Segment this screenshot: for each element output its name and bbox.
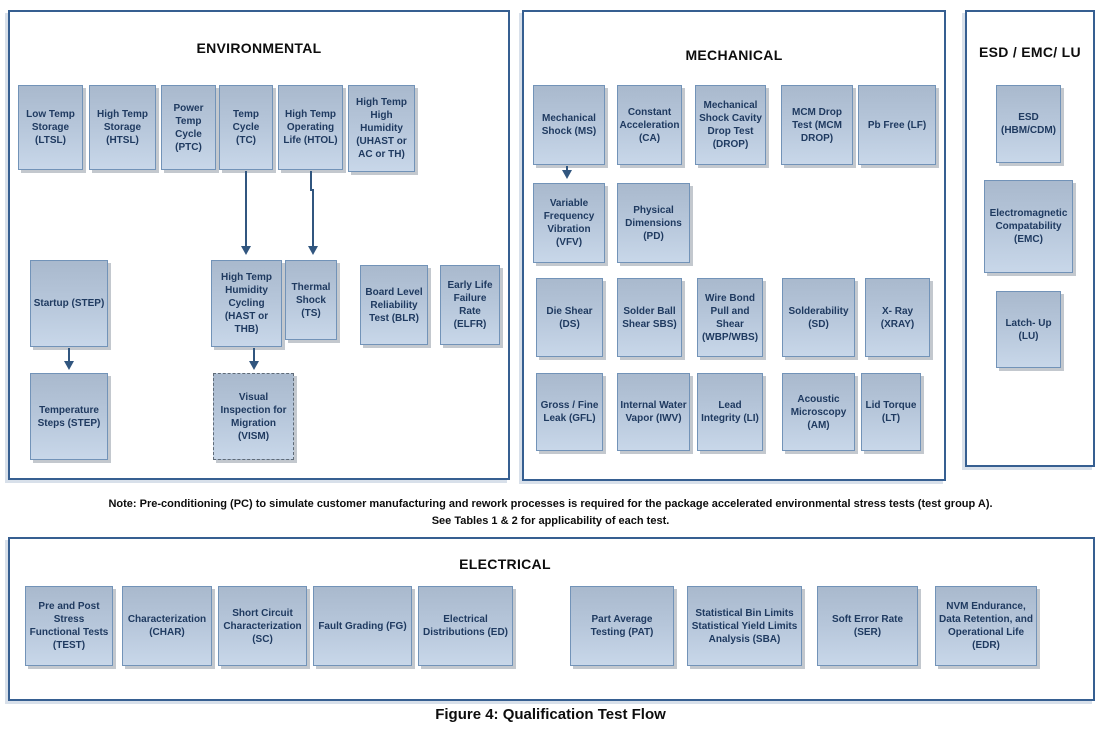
box-sc: Short Circuit Characterization (SC) — [218, 586, 307, 666]
box-char: Characterization (CHAR) — [122, 586, 212, 666]
box-ptc: Power Temp Cycle (PTC) — [161, 85, 216, 170]
box-esd: ESD (HBM/CDM) — [996, 85, 1061, 163]
box-pd: Physical Dimensions (PD) — [617, 183, 690, 263]
box-ts: Thermal Shock (TS) — [285, 260, 337, 340]
box-wbp-wbs: Wire Bond Pull and Shear (WBP/WBS) — [697, 278, 763, 357]
box-lt: Lid Torque (LT) — [861, 373, 921, 451]
box-blr: Board Level Reliability Test (BLR) — [360, 265, 428, 345]
box-ser: Soft Error Rate (SER) — [817, 586, 918, 666]
box-fg: Fault Grading (FG) — [313, 586, 412, 666]
box-elfr: Early Life Failure Rate (ELFR) — [440, 265, 500, 345]
box-drop: Mechanical Shock Cavity Drop Test (DROP) — [695, 85, 766, 165]
box-vism: Visual Inspection for Migration (VISM) — [213, 373, 294, 460]
box-step-startup: Startup (STEP) — [30, 260, 108, 347]
box-pat: Part Average Testing (PAT) — [570, 586, 674, 666]
box-lu: Latch- Up (LU) — [996, 291, 1061, 368]
note-line-1: Note: Pre-conditioning (PC) to simulate … — [108, 498, 993, 510]
figure-caption: Figure 4: Qualification Test Flow — [435, 706, 666, 723]
box-emc: Electromagnetic Compatability (EMC) — [984, 180, 1073, 273]
box-step-temperature: Temperature Steps (STEP) — [30, 373, 108, 460]
box-lf: Pb Free (LF) — [858, 85, 936, 165]
box-ca: Constant Acceleration (CA) — [617, 85, 682, 165]
box-sbs: Solder Ball Shear SBS) — [617, 278, 682, 357]
box-tc: Temp Cycle (TC) — [219, 85, 273, 170]
preconditioning-note: Note: Pre-conditioning (PC) to simulate … — [0, 496, 1101, 530]
box-sd: Solderability (SD) — [782, 278, 855, 357]
box-mcm-drop: MCM Drop Test (MCM DROP) — [781, 85, 853, 165]
note-line-2: See Tables 1 & 2 for applicability of ea… — [431, 515, 670, 527]
environmental-title: ENVIRONMENTAL — [196, 40, 322, 56]
box-ds: Die Shear (DS) — [536, 278, 603, 357]
electrical-title: ELECTRICAL — [459, 556, 551, 572]
box-iwv: Internal Water Vapor (IWV) — [617, 373, 690, 451]
box-ltsl: Low Temp Storage (LTSL) — [18, 85, 83, 170]
esd-emc-lu-title: ESD / EMC/ LU — [979, 44, 1081, 60]
mechanical-title: MECHANICAL — [685, 47, 783, 63]
box-ms: Mechanical Shock (MS) — [533, 85, 605, 165]
box-ed: Electrical Distributions (ED) — [418, 586, 513, 666]
box-htol: High Temp Operating Life (HTOL) — [278, 85, 343, 170]
box-gfl: Gross / Fine Leak (GFL) — [536, 373, 603, 451]
box-edr: NVM Endurance, Data Retention, and Opera… — [935, 586, 1037, 666]
box-li: Lead Integrity (LI) — [697, 373, 763, 451]
box-htsl: High Temp Storage (HTSL) — [89, 85, 156, 170]
box-test: Pre and Post Stress Functional Tests (TE… — [25, 586, 113, 666]
box-vfv: Variable Frequency Vibration (VFV) — [533, 183, 605, 263]
box-hast: High Temp Humidity Cycling (HAST or THB) — [211, 260, 282, 347]
box-xray: X- Ray (XRAY) — [865, 278, 930, 357]
box-uhast: High Temp High Humidity (UHAST or AC or … — [348, 85, 415, 172]
box-am: Acoustic Microscopy (AM) — [782, 373, 855, 451]
box-sba: Statistical Bin Limits Statistical Yield… — [687, 586, 802, 666]
